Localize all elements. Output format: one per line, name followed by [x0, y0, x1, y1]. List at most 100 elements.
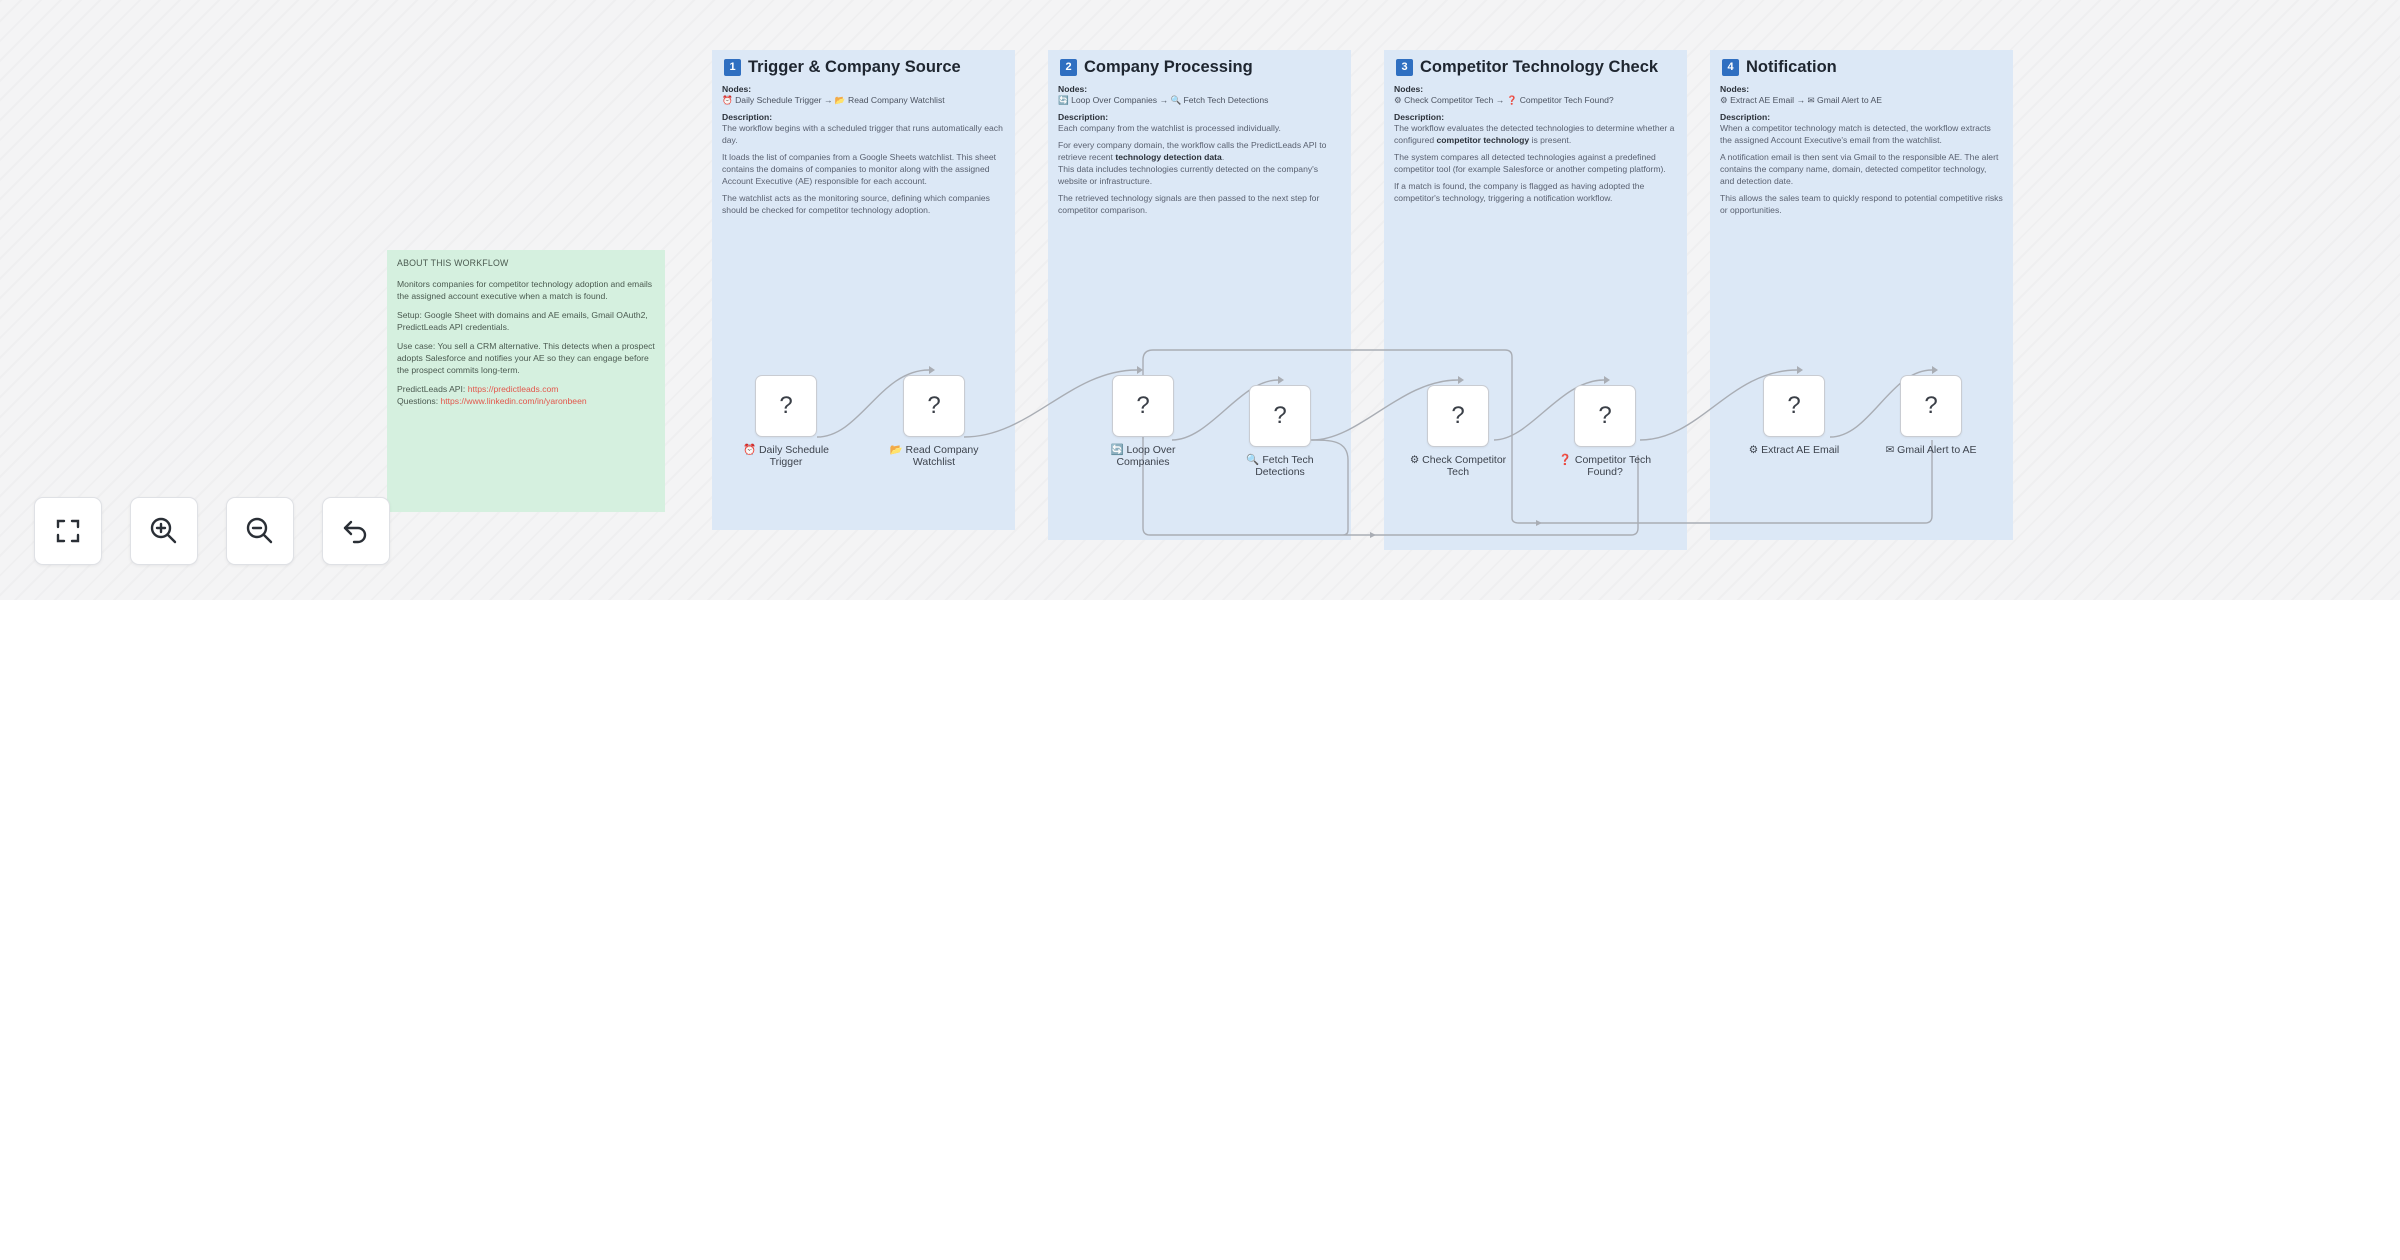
node-5-label-line1: ⚙ Check Competitor [1409, 454, 1507, 466]
section-2-desc-p2-text: For every company domain, the workflow c… [1058, 140, 1327, 162]
zoom-in-button[interactable] [130, 497, 198, 565]
section-3-number: 3 [1396, 59, 1413, 76]
section-4-number: 4 [1722, 59, 1739, 76]
node-5-placeholder-icon: ? [1451, 402, 1465, 429]
section-1-desc-p1: The workflow begins with a scheduled tri… [722, 123, 1003, 145]
section-4-title: 4 Notification [1722, 58, 2003, 77]
node-competitor-tech-found[interactable]: ? [1574, 385, 1636, 447]
node-2-label-line1: 📂 Read Company [889, 444, 979, 456]
section-3-desc-p2: The system compares all detected technol… [1394, 152, 1666, 174]
node-4-placeholder-icon: ? [1273, 402, 1287, 429]
node-label-extract-ae-email: ⚙ Extract AE Email [1734, 444, 1854, 456]
node-4-label-line2: Detections [1255, 466, 1305, 478]
section-4-description-label: Description: [1720, 112, 1771, 122]
section-4-nodes: ⚙ Extract AE Email → ✉ Gmail Alert to AE [1720, 95, 1883, 105]
section-2-number: 2 [1060, 59, 1077, 76]
node-8-placeholder-icon: ? [1924, 392, 1938, 419]
section-3-desc-p3: If a match is found, the company is flag… [1394, 181, 1645, 203]
node-3-placeholder-icon: ? [1136, 392, 1150, 419]
zoom-out-button[interactable] [226, 497, 294, 565]
about-setup: Setup: Google Sheet with domains and AE … [397, 310, 648, 332]
node-daily-schedule-trigger[interactable]: ? [755, 375, 817, 437]
node-3-label-line1: 🔄 Loop Over [1110, 444, 1176, 456]
section-4-desc-p1: When a competitor technology match is de… [1720, 123, 1991, 145]
zoom-out-icon [246, 517, 273, 544]
workflow-canvas[interactable]: ABOUT THIS WORKFLOW Monitors companies f… [0, 0, 2400, 600]
node-7-label-line1: ⚙ Extract AE Email [1748, 444, 1840, 456]
section-1-title-text: Trigger & Company Source [748, 58, 961, 76]
section-3-nodes: ⚙ Check Competitor Tech → ❓ Competitor T… [1394, 95, 1614, 105]
section-4-desc-p2: A notification email is then sent via Gm… [1720, 152, 1999, 186]
undo-icon [343, 520, 367, 544]
node-2-label-line2: Watchlist [912, 456, 956, 468]
section-notification[interactable]: 4 Notification Nodes: ⚙ Extract AE Email… [1710, 50, 2013, 540]
section-3-desc-p1-text: The workflow evaluates the detected tech… [1394, 123, 1675, 145]
node-5-label-line2: Tech [1446, 466, 1470, 478]
about-title: ABOUT THIS WORKFLOW [397, 258, 509, 268]
fit-view-button[interactable] [34, 497, 102, 565]
section-4-desc-p3: This allows the sales team to quickly re… [1720, 193, 2003, 215]
section-trigger-company-source[interactable]: 1 Trigger & Company Source Nodes: ⏰ Dail… [712, 50, 1015, 530]
node-gmail-alert-to-ae[interactable]: ? [1900, 375, 1962, 437]
section-2-nodes-label: Nodes: [1058, 84, 1088, 94]
section-1-nodes: ⏰ Daily Schedule Trigger → 📂 Read Compan… [722, 95, 945, 105]
section-2-desc-p3: This data includes technologies currentl… [1058, 164, 1319, 186]
section-3-desc-p1-bold: competitor technology [1436, 135, 1530, 145]
section-2-title: 2 Company Processing [1060, 58, 1341, 77]
undo-button[interactable] [322, 497, 390, 565]
section-3-description-label: Description: [1394, 112, 1445, 122]
section-3-desc-p1-end: is present. [1529, 135, 1572, 145]
section-2-desc-p2: For every company domain, the workflow c… [1058, 139, 1341, 163]
node-6-placeholder-icon: ? [1598, 402, 1612, 429]
node-6-label-line2: Found? [1587, 466, 1623, 478]
section-3-nodes-label: Nodes: [1394, 84, 1424, 94]
linkedin-link[interactable]: https://www.linkedin.com/in/yaronbeen [440, 396, 587, 406]
node-label-gmail-alert-to-ae: ✉ Gmail Alert to AE [1871, 444, 1991, 456]
node-fetch-tech-detections[interactable]: ? [1249, 385, 1311, 447]
about-use-case: Use case: You sell a CRM alternative. Th… [397, 341, 655, 375]
section-4-title-text: Notification [1746, 58, 1837, 76]
section-2-nodes: 🔄 Loop Over Companies → 🔍 Fetch Tech Det… [1058, 95, 1269, 105]
section-1-number: 1 [724, 59, 741, 76]
section-2-desc-p4: The retrieved technology signals are the… [1058, 193, 1320, 215]
node-read-company-watchlist[interactable]: ? [903, 375, 965, 437]
section-1-title: 1 Trigger & Company Source [724, 58, 1005, 77]
node-1-placeholder-icon: ? [779, 392, 793, 419]
node-extract-ae-email[interactable]: ? [1763, 375, 1825, 437]
section-4-nodes-label: Nodes: [1720, 84, 1750, 94]
section-2-desc-p2-bold: technology detection data [1115, 152, 1222, 162]
section-1-nodes-label: Nodes: [722, 84, 752, 94]
about-questions-label: Questions: [397, 396, 441, 406]
node-7-placeholder-icon: ? [1787, 392, 1801, 419]
about-sticky-note[interactable]: ABOUT THIS WORKFLOW Monitors companies f… [387, 250, 665, 512]
node-1-label-line1: ⏰ Daily Schedule [742, 444, 830, 456]
predictleads-link[interactable]: https://predictleads.com [467, 384, 559, 394]
node-4-label-line1: 🔍 Fetch Tech [1246, 454, 1314, 466]
node-3-label-line2: Companies [1116, 456, 1170, 468]
section-2-desc-p2-end: . [1221, 152, 1225, 162]
about-api-label: PredictLeads API: [397, 384, 468, 394]
section-3-title: 3 Competitor Technology Check [1396, 58, 1677, 77]
about-description: Monitors companies for competitor techno… [397, 279, 653, 301]
node-1-label-line2: Trigger [769, 456, 803, 468]
node-6-label-line1: ❓ Competitor Tech [1558, 454, 1652, 466]
section-1-desc-p2: It loads the list of companies from a Go… [722, 152, 997, 186]
node-8-label-line1: ✉ Gmail Alert to AE [1885, 444, 1977, 456]
section-1-desc-p3: The watchlist acts as the monitoring sou… [722, 193, 990, 215]
node-check-competitor-tech[interactable]: ? [1427, 385, 1489, 447]
node-loop-over-companies[interactable]: ? [1112, 375, 1174, 437]
section-2-description-label: Description: [1058, 112, 1109, 122]
arrowhead-return-2 [1370, 532, 1376, 538]
section-2-desc-p1: Each company from the watchlist is proce… [1058, 123, 1281, 133]
zoom-in-icon [150, 517, 177, 544]
section-1-description-label: Description: [722, 112, 773, 122]
section-3-title-text: Competitor Technology Check [1420, 58, 1659, 76]
section-2-title-text: Company Processing [1084, 58, 1253, 76]
section-3-desc-p1: The workflow evaluates the detected tech… [1394, 122, 1677, 146]
